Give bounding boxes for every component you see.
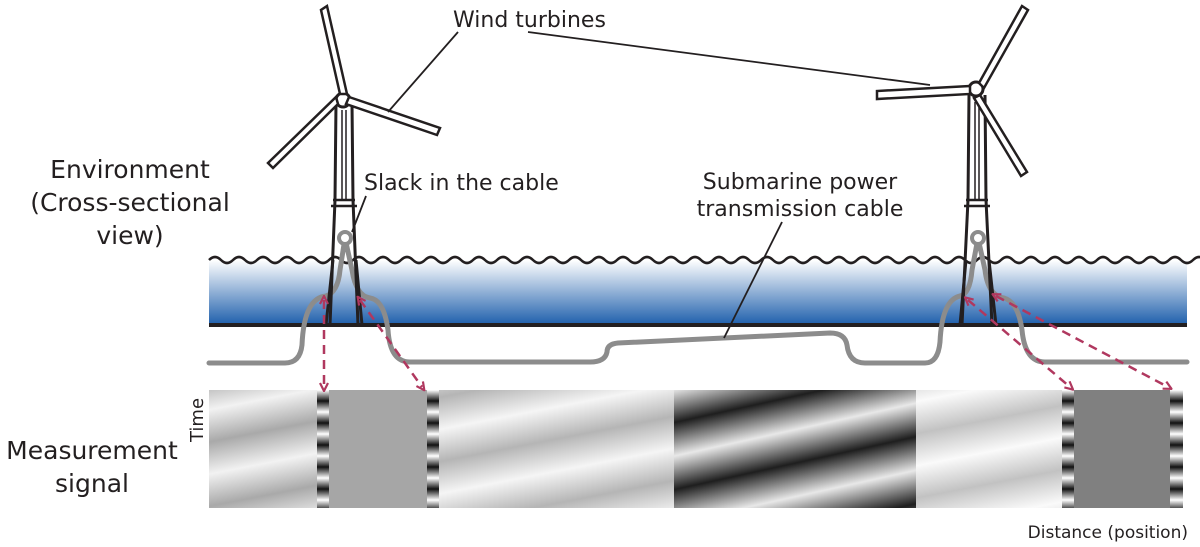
sea-surface-wave xyxy=(208,255,1200,265)
arrow-left-2 xyxy=(360,300,422,387)
leader-cable xyxy=(723,221,783,339)
signal-seg-1 xyxy=(209,390,317,508)
label-measurement-line1: Measurement xyxy=(6,436,178,465)
right-blade-down xyxy=(972,93,1029,178)
signal-bars-2 xyxy=(427,390,439,508)
left-cable-loop xyxy=(337,230,353,246)
label-environment-line2: (Cross-sectional xyxy=(30,188,230,217)
label-time-axis: Time xyxy=(187,398,208,443)
signal-seg-4 xyxy=(916,390,1062,508)
leader-wind-left xyxy=(387,31,459,113)
correspondence-arrows xyxy=(324,296,1168,387)
submarine-cable xyxy=(206,235,1190,366)
arrow-right-2 xyxy=(996,296,1168,387)
right-blade-left xyxy=(875,84,972,101)
label-cable-line1: Submarine power xyxy=(703,170,898,195)
signal-bars-4 xyxy=(1170,390,1183,508)
signal-bars-1 xyxy=(317,390,329,508)
wind-turbine-left xyxy=(266,3,442,326)
left-blade-right xyxy=(344,95,442,137)
leader-lines xyxy=(351,31,931,339)
right-tower-inner xyxy=(974,102,980,200)
signal-bars-3 xyxy=(1062,390,1074,508)
left-tower-joint xyxy=(331,198,357,208)
left-tower-base xyxy=(324,259,364,327)
signal-flat-2 xyxy=(1074,390,1170,508)
label-slack: Slack in the cable xyxy=(364,171,559,196)
left-blade-left xyxy=(266,94,340,170)
right-cable-loop xyxy=(970,230,986,246)
left-tower-inner xyxy=(341,110,347,200)
signal-flat-1 xyxy=(329,390,427,508)
leader-slack xyxy=(351,195,367,233)
label-environment-line3: view) xyxy=(96,221,163,250)
label-wind-turbines: Wind turbines xyxy=(453,8,606,33)
cable-left-segment xyxy=(206,235,1190,366)
signal-seg-2 xyxy=(439,390,674,508)
wind-turbine-right xyxy=(875,4,1030,326)
label-distance-axis: Distance (position) xyxy=(1028,523,1188,543)
signal-seg-3 xyxy=(674,390,916,508)
left-blade-up xyxy=(319,3,349,96)
leader-wind-right xyxy=(527,31,931,86)
label-measurement-line2: signal xyxy=(55,469,129,498)
right-blade-up xyxy=(977,4,1030,91)
label-cable-line2: transmission cable xyxy=(697,197,904,222)
label-environment-line1: Environment xyxy=(50,155,210,184)
right-tower-joint xyxy=(964,198,990,208)
measurement-signal-band xyxy=(209,390,1183,508)
